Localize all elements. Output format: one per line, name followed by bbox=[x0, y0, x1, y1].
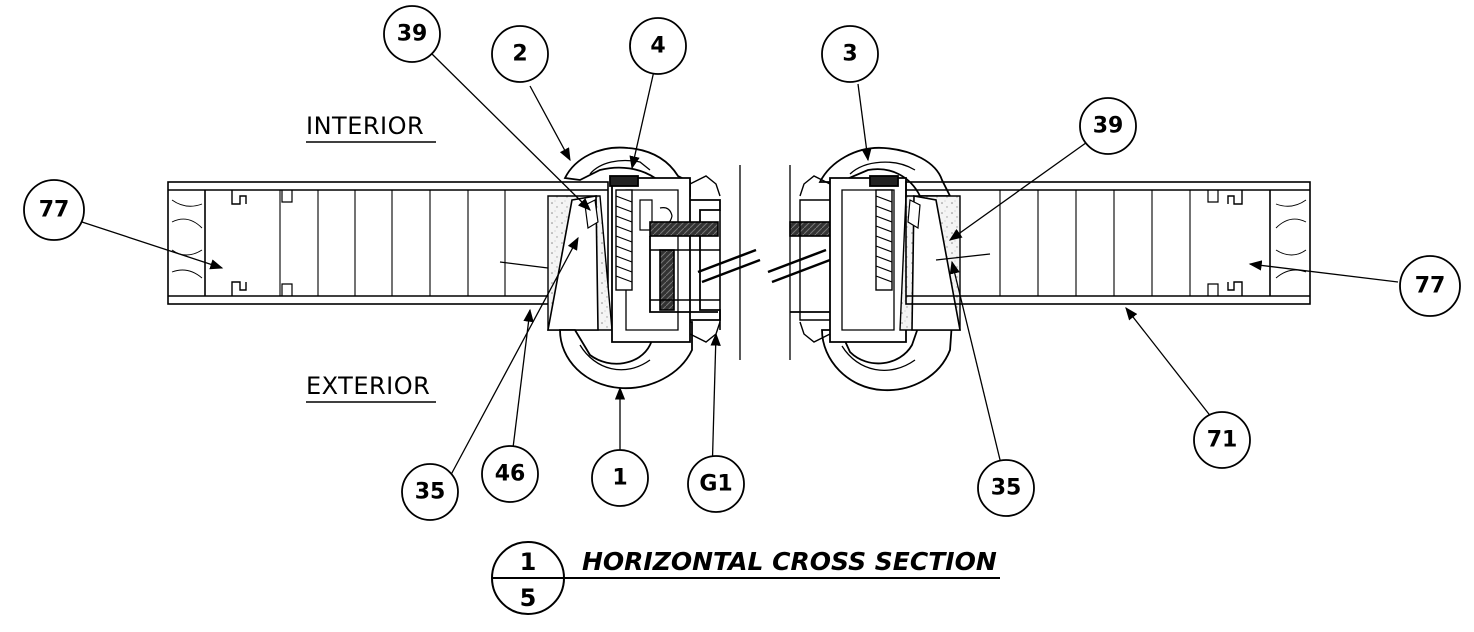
right-panel bbox=[905, 181, 1311, 305]
break-lines bbox=[697, 248, 831, 284]
callout-35-left: 35 bbox=[415, 480, 446, 505]
detail-title-block: 1 5 HORIZONTAL CROSS SECTION bbox=[491, 541, 1000, 615]
leader-lines bbox=[81, 53, 1399, 485]
callout-77-left: 77 bbox=[39, 198, 70, 223]
exterior-label: EXTERIOR bbox=[306, 372, 430, 400]
callout-77-right: 77 bbox=[1415, 274, 1446, 299]
callout-71: 71 bbox=[1207, 428, 1238, 453]
sheet-number: 5 bbox=[520, 584, 537, 612]
callout-g1: G1 bbox=[699, 472, 732, 497]
detail-number: 1 bbox=[520, 548, 537, 576]
left-insulation bbox=[547, 195, 613, 331]
callout-bubbles bbox=[23, 5, 1461, 521]
right-insulation bbox=[899, 195, 961, 331]
left-glass-unit bbox=[649, 165, 741, 360]
right-mullion bbox=[789, 147, 953, 391]
interior-label: INTERIOR bbox=[306, 112, 424, 140]
callout-35-right: 35 bbox=[991, 476, 1022, 501]
callout-39-left: 39 bbox=[397, 22, 428, 47]
callout-3: 3 bbox=[842, 42, 857, 67]
callout-1: 1 bbox=[612, 466, 627, 491]
callout-4: 4 bbox=[650, 34, 665, 59]
section-title: HORIZONTAL CROSS SECTION bbox=[582, 547, 997, 576]
callout-46: 46 bbox=[495, 462, 526, 487]
left-panel bbox=[167, 181, 609, 305]
callout-2: 2 bbox=[512, 42, 527, 67]
callout-39-right: 39 bbox=[1093, 114, 1124, 139]
